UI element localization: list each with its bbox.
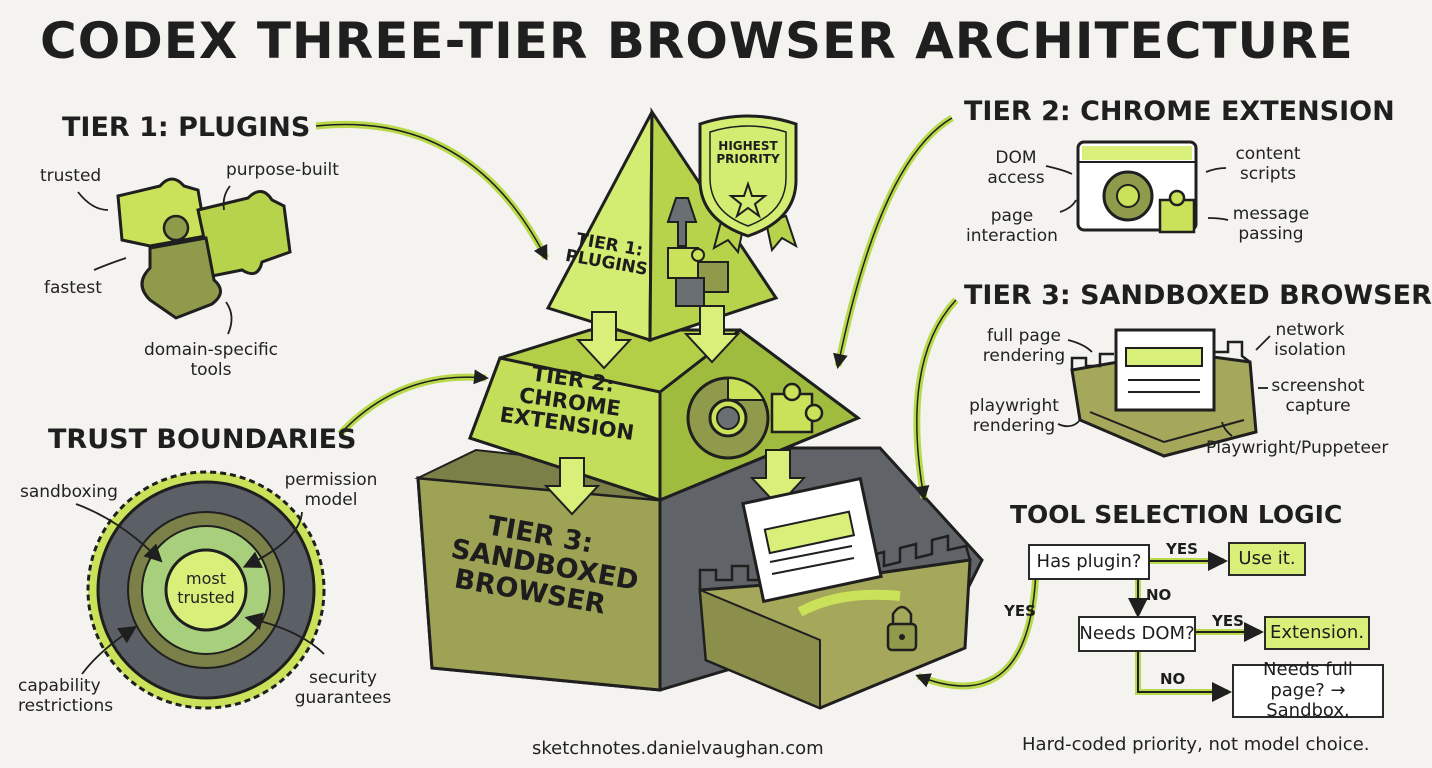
logic-no-2: NO bbox=[1160, 670, 1186, 688]
logic-a1-box: Use it. bbox=[1228, 542, 1306, 576]
logic-heading: TOOL SELECTION LOGIC bbox=[1010, 500, 1343, 529]
logic-yes-loop: YES bbox=[1004, 602, 1036, 620]
note-leader-lines bbox=[75, 165, 1271, 675]
trust-note-security-guarantees: security guarantees bbox=[294, 668, 392, 709]
priority-badge-icon bbox=[698, 114, 798, 255]
trust-center-label: most trusted bbox=[177, 569, 235, 607]
trust-boundary-seal-icon bbox=[86, 470, 326, 710]
connector-arrows bbox=[315, 114, 1040, 690]
logic-no-1: NO bbox=[1146, 586, 1172, 604]
tier1-heading: TIER 1: PLUGINS bbox=[62, 112, 311, 143]
pyramid-flow-arrows bbox=[543, 197, 807, 516]
trust-heading: TRUST BOUNDARIES bbox=[48, 424, 357, 455]
tier3-note-playwright-puppeteer: Playwright/Puppeteer bbox=[1206, 438, 1389, 458]
tier1-note-purpose-built: purpose-built bbox=[226, 160, 339, 180]
tier3-heading: TIER 3: SANDBOXED BROWSER bbox=[964, 280, 1432, 311]
tier2-note-dom-access: DOM access bbox=[987, 148, 1045, 189]
trust-note-permission-model: permission model bbox=[284, 470, 378, 511]
tier2-puzzle-icon bbox=[770, 382, 824, 434]
tier2-note-page-interaction: page interaction bbox=[966, 206, 1058, 247]
logic-connectors bbox=[1128, 551, 1264, 702]
logic-yes-1: YES bbox=[1166, 540, 1198, 558]
page-title: CODEX THREE-TIER BROWSER ARCHITECTURE bbox=[40, 12, 1354, 70]
logic-q1-box: Has plugin? bbox=[1028, 544, 1150, 580]
tier3-note-screenshot-capture: screenshot capture bbox=[1271, 376, 1365, 417]
tier1-puzzle-icon bbox=[667, 247, 729, 307]
tier2-note-content-scripts: content scripts bbox=[1235, 144, 1301, 185]
logic-q2-box: Needs DOM? bbox=[1078, 616, 1196, 652]
logic-a2-box: Extension. bbox=[1264, 616, 1370, 650]
tier1-note-domain-specific: domain-specific tools bbox=[143, 340, 279, 381]
trust-note-capability-restrictions: capability restrictions bbox=[18, 676, 114, 717]
tier2-chrome-icon bbox=[686, 376, 770, 460]
logic-footer: Hard-coded priority, not model choice. bbox=[1022, 734, 1370, 755]
credit-text: sketchnotes.danielvaughan.com bbox=[532, 738, 824, 759]
tier3-note-network-isolation: network isolation bbox=[1274, 320, 1346, 361]
tier2-heading: TIER 2: CHROME EXTENSION bbox=[964, 96, 1395, 127]
tier3-sandbox-icon bbox=[1070, 328, 1258, 458]
tier3-note-full-page-rendering: full page rendering bbox=[982, 326, 1066, 367]
trust-note-sandboxing: sandboxing bbox=[20, 482, 118, 502]
priority-badge-label: HIGHEST PRIORITY bbox=[716, 139, 780, 166]
tier1-puzzle-cluster-icon bbox=[116, 177, 292, 320]
tier3-castle-icon bbox=[698, 476, 972, 710]
tier1-note-trusted: trusted bbox=[40, 166, 102, 186]
tier2-note-message-passing: message passing bbox=[1232, 204, 1310, 245]
logic-a3-box: Needs full page? → Sandbox. bbox=[1232, 659, 1384, 721]
tier2-browser-icon bbox=[1076, 140, 1198, 234]
tier3-note-playwright-rendering: playwright rendering bbox=[969, 396, 1059, 437]
tier1-note-fastest: fastest bbox=[44, 278, 102, 298]
logic-yes-2: YES bbox=[1212, 612, 1244, 630]
